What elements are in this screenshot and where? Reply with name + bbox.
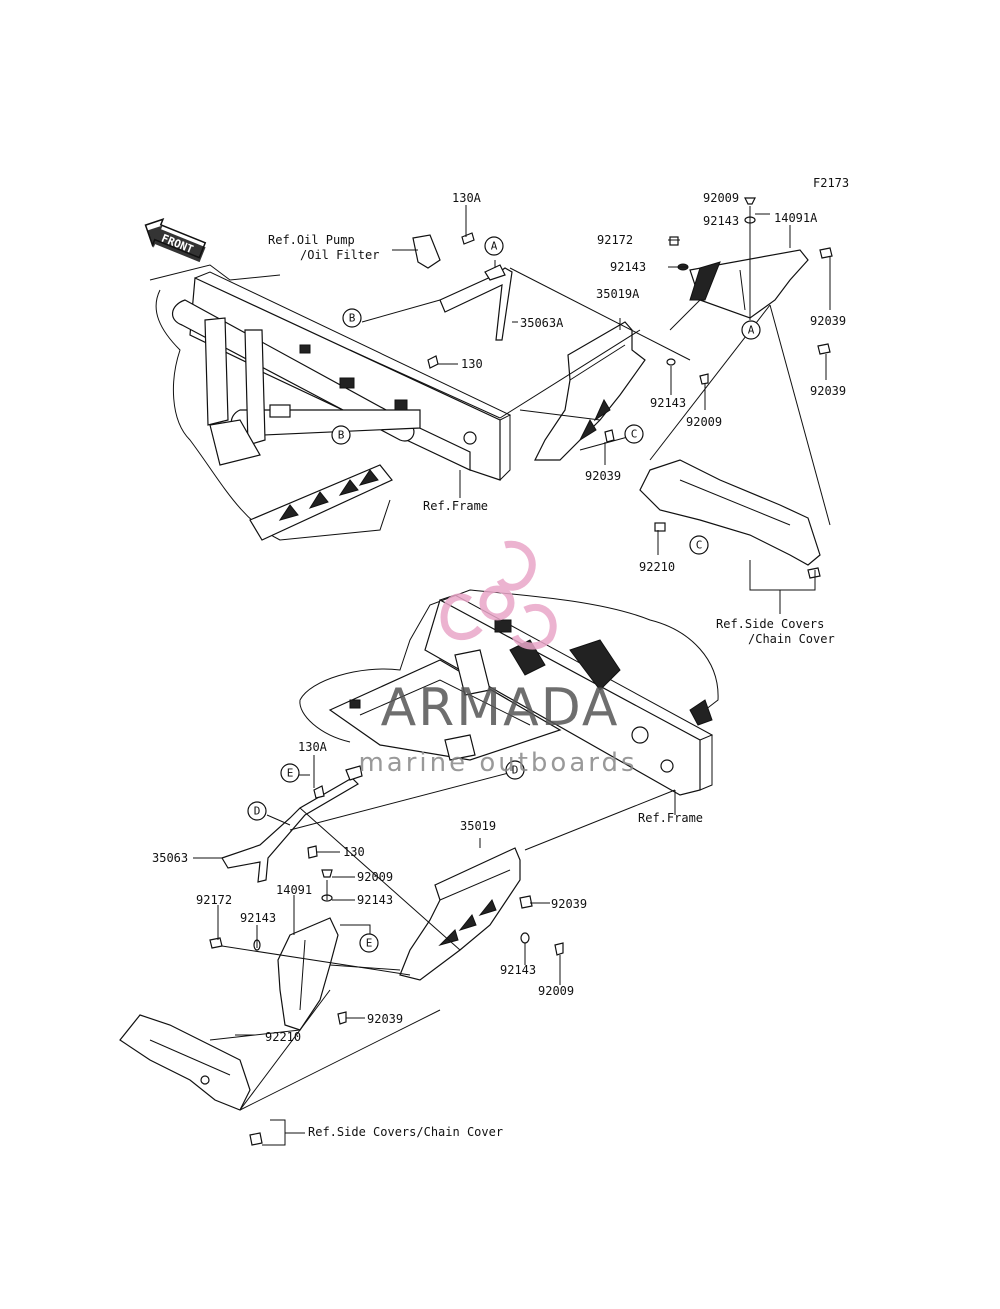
lower-frame-assembly xyxy=(299,589,719,796)
label-ref-side-covers-lower: Ref.Side Covers/Chain Cover xyxy=(308,1125,503,1139)
callout-b-2: B xyxy=(331,425,351,445)
lower-swingarm xyxy=(119,1014,251,1111)
callout-e-2: E xyxy=(359,933,379,953)
label-92143-b-lower: 92143 xyxy=(240,911,276,925)
svg-text:E: E xyxy=(366,937,373,950)
watermark-tagline: marine outboards xyxy=(358,748,637,778)
upper-fasteners xyxy=(427,197,833,579)
callout-e-1: E xyxy=(280,763,300,783)
upper-leader-lines xyxy=(349,205,831,614)
cover-14091A xyxy=(689,249,809,319)
callout-b-1: B xyxy=(342,308,362,328)
label-ref-side-covers-upper: Ref.Side Covers xyxy=(716,617,824,631)
label-92039-b-lower: 92039 xyxy=(367,1012,403,1026)
label-ref-frame-lower: Ref.Frame xyxy=(638,811,703,825)
watermark-propeller-icon xyxy=(440,540,557,650)
callout-d-2: D xyxy=(247,801,267,821)
svg-text:D: D xyxy=(254,805,261,818)
label-ref-chain-cover-upper: /Chain Cover xyxy=(748,632,835,646)
label-130A-lower: 130A xyxy=(298,740,328,754)
label-92039-a-lower: 92039 xyxy=(551,897,587,911)
svg-text:B: B xyxy=(349,312,356,325)
label-92143-a-lower: 92143 xyxy=(357,893,393,907)
bracket-35063 xyxy=(221,765,363,883)
label-92039-right-2: 92039 xyxy=(810,384,846,398)
label-92143-c-upper: 92143 xyxy=(650,396,686,410)
svg-text:E: E xyxy=(287,767,294,780)
watermark-brand: ARMADA xyxy=(381,678,620,738)
label-92039-right-1: 92039 xyxy=(810,314,846,328)
lower-fasteners xyxy=(209,785,564,1146)
label-35063: 35063 xyxy=(152,851,188,865)
label-14091: 14091 xyxy=(276,883,312,897)
label-14091A: 14091A xyxy=(774,211,818,225)
svg-text:B: B xyxy=(338,429,345,442)
callout-d-1: D xyxy=(505,760,525,780)
svg-text:C: C xyxy=(631,428,638,441)
label-92210-lower: 92210 xyxy=(265,1030,301,1044)
label-92172-upper: 92172 xyxy=(597,233,633,247)
label-92009-c-upper: 92009 xyxy=(686,415,722,429)
label-92009-a-lower: 92009 xyxy=(357,870,393,884)
front-arrow-icon: FRONT xyxy=(144,218,207,263)
watermark-logo: ARMADA marine outboards xyxy=(358,540,637,778)
svg-text:C: C xyxy=(696,539,703,552)
callout-a-1: A xyxy=(484,236,504,256)
label-92172-lower: 92172 xyxy=(196,893,232,907)
svg-text:D: D xyxy=(512,764,519,777)
label-92210-upper: 92210 xyxy=(639,560,675,574)
label-92143-top: 92143 xyxy=(703,214,739,228)
label-ref-frame-upper: Ref.Frame xyxy=(423,499,488,513)
label-92009-top: 92009 xyxy=(703,191,739,205)
chain-guard-35019 xyxy=(399,847,521,981)
cover-14091 xyxy=(277,917,339,1031)
callout-a-2: A xyxy=(741,320,761,340)
callout-c-2: C xyxy=(689,535,709,555)
callout-c-1: C xyxy=(624,424,644,444)
label-92039-center: 92039 xyxy=(585,469,621,483)
label-130A-upper: 130A xyxy=(452,191,482,205)
label-35019: 35019 xyxy=(460,819,496,833)
upper-swingarm xyxy=(639,459,821,566)
label-92009-b-lower: 92009 xyxy=(538,984,574,998)
label-35063A: 35063A xyxy=(520,316,564,330)
upper-frame-assembly xyxy=(149,264,512,541)
lower-leader-lines xyxy=(193,755,676,1146)
label-130-lower: 130 xyxy=(343,845,365,859)
svg-text:A: A xyxy=(491,240,498,253)
label-92143-c-lower: 92143 xyxy=(500,963,536,977)
label-ref-oil-filter: /Oil Filter xyxy=(300,248,379,262)
label-130-upper: 130 xyxy=(461,357,483,371)
label-35019A: 35019A xyxy=(596,287,640,301)
svg-text:A: A xyxy=(748,324,755,337)
figure-code: F2173 xyxy=(813,176,849,190)
label-ref-oil-pump: Ref.Oil Pump xyxy=(268,233,355,247)
label-92143-b-upper: 92143 xyxy=(610,260,646,274)
